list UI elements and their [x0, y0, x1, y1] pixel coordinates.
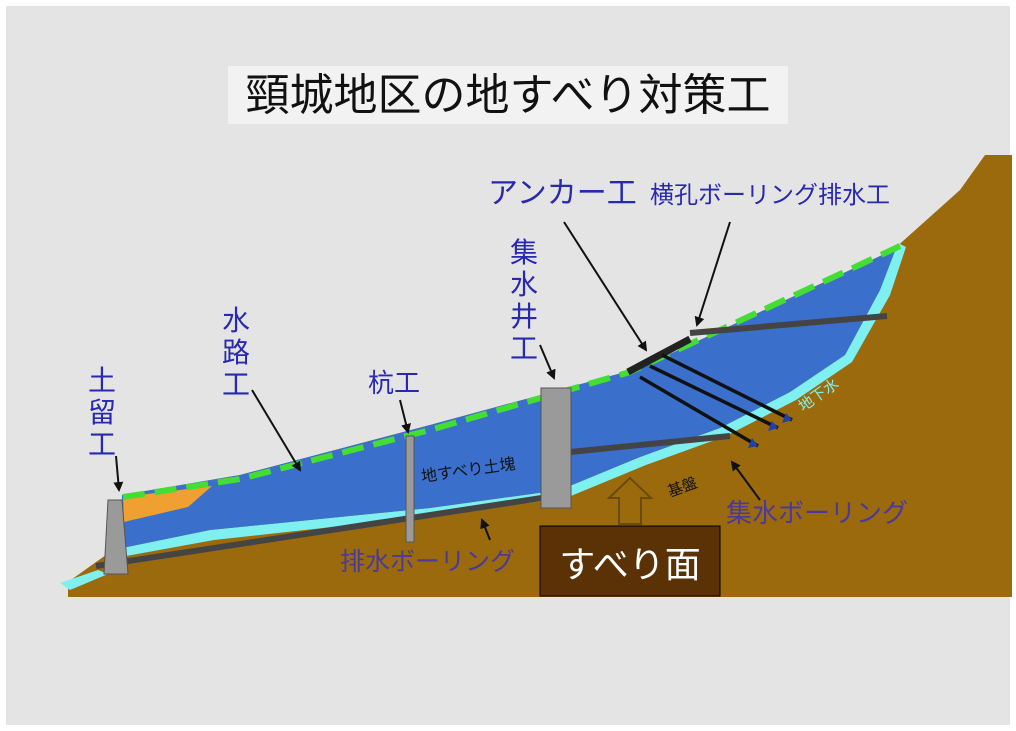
anchor-head: [768, 421, 778, 431]
pointer-arrow: [399, 399, 411, 434]
page-title: 頸城地区の地すべり対策工: [246, 70, 771, 121]
pointer-arrow: [539, 344, 556, 380]
groundwater-seep: [60, 570, 108, 590]
anchor-head: [748, 438, 758, 448]
title-box: [228, 66, 788, 124]
drain-boring-pipe: [95, 494, 549, 569]
pointer-arrow: [251, 389, 302, 472]
pointer-arrow: [730, 460, 761, 501]
anchor-rod: [661, 353, 793, 422]
slip-surface-label: すべり面: [559, 545, 700, 586]
pointer-arrow: [694, 221, 731, 327]
label-pile: 杭工: [368, 369, 420, 399]
label-retain-3: 工: [88, 428, 116, 461]
label-retain-2: 留: [88, 396, 116, 429]
collect-boring-pipe: [569, 433, 731, 455]
retaining-wall: [103, 499, 129, 575]
anchor-plate: [626, 335, 692, 376]
landslide-mass: [122, 243, 898, 548]
label-well-3: 井: [510, 300, 538, 333]
label-channel-3: 工: [222, 368, 250, 401]
pointer-arrow: [563, 221, 648, 352]
retaining-fill: [123, 486, 212, 522]
label-well-2: 水: [510, 268, 538, 301]
horizontal-drain-pipe: [689, 313, 888, 336]
anchor-head: [782, 413, 792, 423]
label-collect-boring: 集水ボーリング: [726, 499, 908, 529]
label-channel-1: 水: [222, 304, 250, 337]
anchor-rod: [649, 364, 779, 430]
pile: [405, 435, 415, 543]
pointer-arrow: [480, 518, 491, 541]
slip-surface-box: [539, 525, 721, 597]
label-drain-boring: 排水ボーリング: [340, 547, 515, 576]
label-well-1: 集: [510, 236, 538, 269]
anchor-rod: [639, 375, 759, 448]
label-channel-2: 路: [222, 336, 250, 369]
label-well-4: 工: [510, 332, 538, 365]
pointer-arrow: [113, 455, 124, 492]
label-horizontal-drain: 横孔ボーリング排水工: [650, 181, 890, 209]
label-retain-1: 土: [88, 364, 116, 397]
slip-up-arrow: [606, 476, 654, 525]
collection-well: [540, 387, 572, 509]
label-anchor: アンカー工: [488, 176, 637, 211]
